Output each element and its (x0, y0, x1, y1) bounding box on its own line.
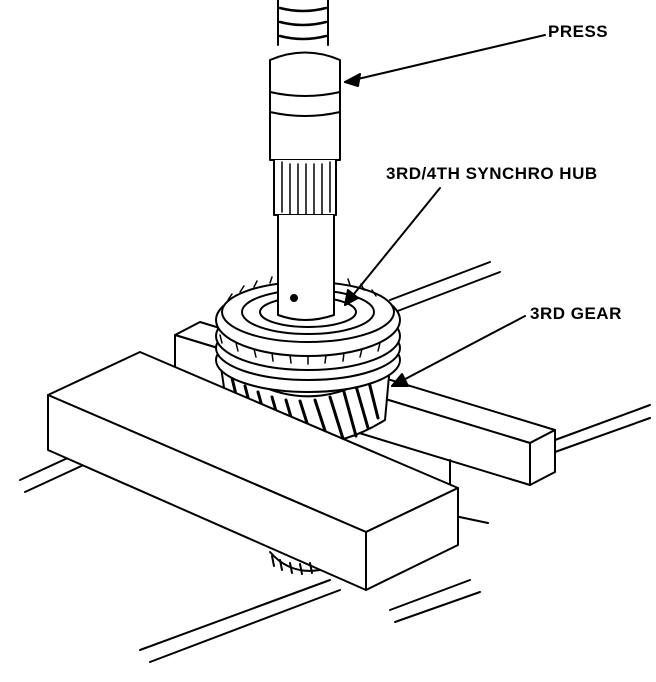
press-ram (269, 0, 341, 321)
front-support-block (47, 351, 459, 591)
lower-gear (269, 551, 321, 575)
leader-lines (344, 34, 546, 387)
synchro-hub-label: 3RD/4TH SYNCHRO HUB (386, 164, 598, 183)
rails (19, 261, 651, 663)
press-label: PRESS (548, 22, 609, 41)
third-gear-label: 3RD GEAR (530, 304, 622, 323)
